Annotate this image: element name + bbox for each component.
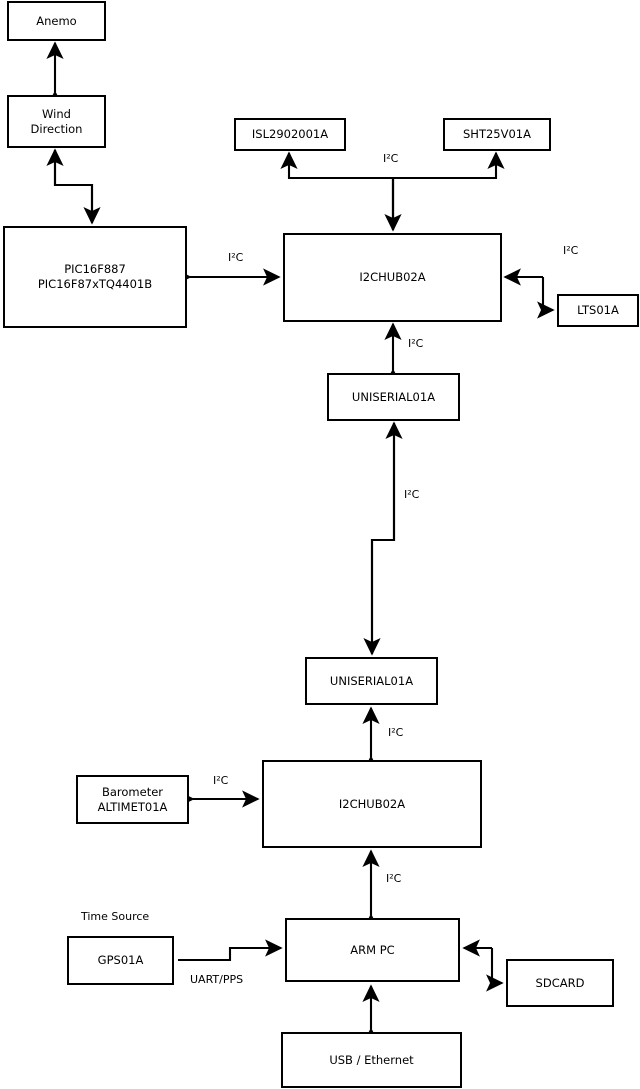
node-arm-pc[interactable]: ARM PC	[285, 918, 460, 982]
edge-label-i2c-pic-hub: I²C	[228, 251, 244, 264]
node-i2chub02a-top[interactable]: I2CHUB02A	[283, 233, 502, 322]
edge-label-i2c-hub2-armpc: I²C	[386, 872, 402, 885]
wire-gps-armpc	[178, 939, 283, 962]
node-barometer[interactable]: Barometer ALTIMET01A	[76, 775, 189, 824]
wire-hub-lts	[537, 277, 555, 319]
node-gps01a[interactable]: GPS01A	[67, 936, 174, 985]
node-pic-label: PIC16F887	[64, 262, 126, 277]
node-lts01a[interactable]: LTS01A	[557, 294, 639, 327]
edge-label-i2c-uniserial-hub2: I²C	[388, 726, 404, 739]
node-i2chub02a-bottom[interactable]: I2CHUB02A	[262, 760, 482, 848]
edge-label-i2c-hub-sensors: I²C	[383, 152, 399, 165]
node-usb-ethernet-label: USB / Ethernet	[329, 1052, 414, 1067]
node-sht25v01a[interactable]: SHT25V01A	[443, 118, 551, 151]
node-gps01a-label: GPS01A	[97, 953, 144, 968]
node-anemo[interactable]: Anemo	[7, 1, 106, 41]
wire-armpc-sdcard	[486, 948, 504, 992]
node-sht25v01a-label: SHT25V01A	[463, 127, 531, 142]
node-arm-pc-label: ARM PC	[350, 942, 395, 957]
edge-label-i2c-hub-lts: I²C	[563, 244, 579, 257]
node-lts01a-label: LTS01A	[577, 303, 619, 318]
node-usb-ethernet[interactable]: USB / Ethernet	[281, 1032, 462, 1088]
edge-label-time-source: Time Source	[81, 910, 150, 923]
wire-uniserial-link-down	[363, 423, 396, 656]
wire-wind-pic	[53, 150, 101, 225]
node-uniserial01a-top-label: UNISERIAL01A	[351, 389, 436, 404]
wire-uniserial-link-up	[370, 421, 403, 654]
node-sdcard-label: SDCARD	[535, 975, 585, 990]
node-uniserial01a-bottom[interactable]: UNISERIAL01A	[305, 657, 438, 705]
edge-label-i2c-barometer-hub2: I²C	[213, 774, 229, 787]
node-uniserial01a-bottom-label: UNISERIAL01A	[329, 673, 414, 688]
node-barometer-label2: ALTIMET01A	[97, 799, 168, 814]
wire-pic-wind	[46, 148, 94, 223]
edge-label-i2c-hub-uniserial: I²C	[408, 337, 424, 350]
node-i2chub02a-bottom-label: I2CHUB02A	[338, 796, 406, 811]
node-wind-direction-label: Wind	[42, 106, 71, 121]
node-wind-direction-label2: Direction	[30, 121, 83, 136]
wire-hub-sht	[391, 151, 505, 230]
wire-hub-isl	[280, 151, 395, 230]
node-barometer-label: Barometer	[101, 784, 164, 799]
node-pic-label2: PIC16F87xTQ4401B	[37, 277, 153, 291]
node-anemo-label: Anemo	[36, 13, 77, 28]
node-pic[interactable]: PIC16F887 PIC16F87xTQ4401B	[3, 226, 187, 328]
node-isl2902001a[interactable]: ISL2902001A	[234, 118, 346, 151]
node-wind-direction[interactable]: Wind Direction	[7, 95, 106, 148]
node-uniserial01a-top[interactable]: UNISERIAL01A	[327, 373, 460, 421]
edge-label-i2c-uniserial-link: I²C	[404, 488, 420, 501]
node-i2chub02a-top-label: I2CHUB02A	[359, 270, 426, 285]
node-isl2902001a-label: ISL2902001A	[251, 127, 329, 142]
edge-label-uart-pps: UART/PPS	[190, 973, 244, 986]
node-sdcard[interactable]: SDCARD	[506, 959, 614, 1007]
